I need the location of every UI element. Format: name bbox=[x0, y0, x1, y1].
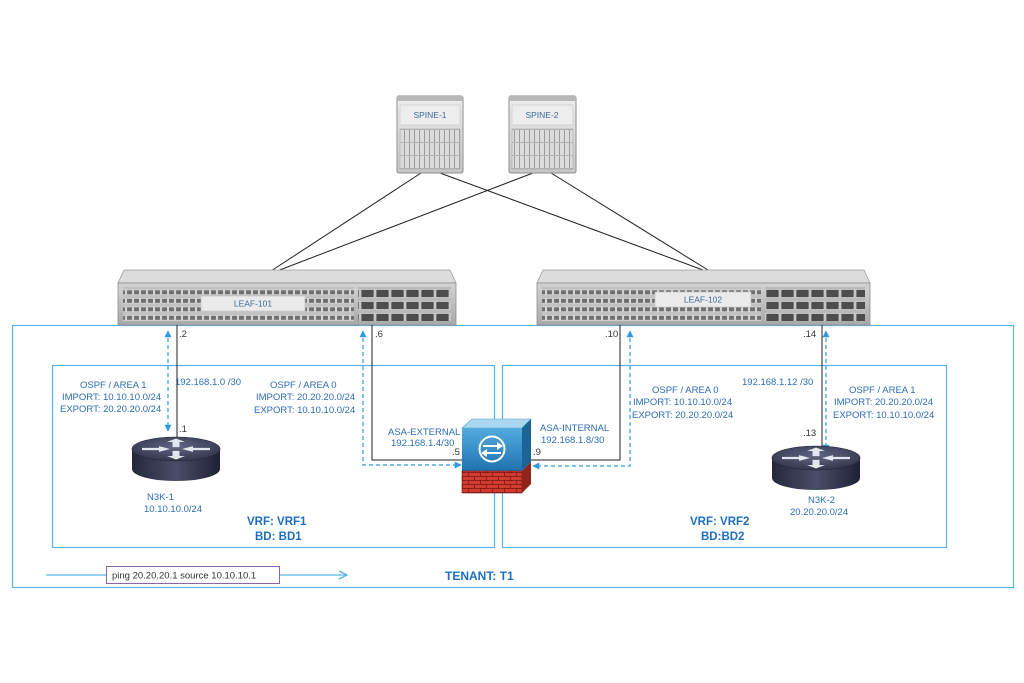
vrf1-asa-interface: ASA-EXTERNAL bbox=[388, 427, 460, 438]
asa-brick-side bbox=[522, 462, 531, 493]
leaf-102-label: LEAF-102 bbox=[684, 295, 723, 305]
leaf-102-uplink-ports bbox=[765, 287, 865, 321]
vrf2-asa-ospf-import: IMPORT: 10.10.10.0/24 bbox=[633, 397, 732, 408]
leaf-102-top bbox=[536, 269, 871, 284]
tenant-box bbox=[11, 324, 1015, 589]
vrf2-router-leaf-ip: .14 bbox=[803, 329, 816, 340]
vrf2-asa-ospf-export: EXPORT: 20.20.20.0/24 bbox=[632, 410, 733, 421]
vrf1-asa-ip: .5 bbox=[452, 447, 460, 458]
flow-leaf102-asa-internal bbox=[532, 330, 634, 470]
vrf1-bd-label: BD: BD1 bbox=[255, 531, 302, 543]
vrf2-router-ospf-area: OSPF / AREA 1 bbox=[849, 385, 916, 396]
spine-1-label-plate bbox=[399, 104, 461, 126]
vrf1-router-ospf-area: OSPF / AREA 1 bbox=[80, 380, 147, 391]
link-spine1-leaf101 bbox=[270, 172, 422, 272]
vrf1-router-name: N3K-1 bbox=[147, 492, 174, 503]
vrf1-asa-ospf-import: IMPORT: 20.20.20.0/24 bbox=[256, 392, 355, 403]
traffic-flows bbox=[164, 330, 830, 470]
vrf2-bd-label: BD:BD2 bbox=[701, 531, 744, 543]
spine-leaf-links bbox=[270, 172, 709, 272]
leaf-101-top bbox=[117, 269, 457, 284]
asa-firewall-icon bbox=[461, 418, 532, 494]
leaf-102-switch: LEAF-102 bbox=[536, 269, 871, 326]
asa-brick-front bbox=[461, 470, 523, 494]
vrf2-asa-leaf-ip: .10 bbox=[605, 329, 618, 340]
asa-symbol-ring bbox=[478, 435, 506, 463]
vrf2-router-name: N3K-2 bbox=[808, 495, 835, 506]
vrf2-asa-interface: ASA-INTERNAL bbox=[540, 423, 609, 434]
vrf1-asa-ospf-area: OSPF / AREA 0 bbox=[270, 380, 337, 391]
tenant-label: TENANT: T1 bbox=[445, 569, 514, 583]
ping-command-box bbox=[106, 566, 280, 584]
vrf2-router-ospf-export: EXPORT: 10.10.10.0/24 bbox=[833, 410, 934, 421]
spine-1-label: SPINE-1 bbox=[413, 110, 446, 120]
n3k-1-router-icon bbox=[131, 436, 221, 481]
vrf2-asa-subnet: 192.168.1.8/30 bbox=[541, 435, 604, 446]
vrf1-router-ospf-import: IMPORT: 10.10.10.0/24 bbox=[62, 392, 161, 403]
flow-leaf101-asa-external bbox=[359, 330, 462, 469]
asa-symbol-arrowhead-right bbox=[497, 442, 503, 450]
vrf1-asa-ospf-export: EXPORT: 10.10.10.0/24 bbox=[254, 405, 355, 416]
spine-2-label: SPINE-2 bbox=[525, 110, 558, 120]
link-spine2-leaf101 bbox=[276, 172, 534, 272]
vrf1-router-leaf-ip: .2 bbox=[179, 329, 187, 340]
spine-1-top-strip bbox=[397, 96, 463, 101]
leaf-101-switch: LEAF-101 bbox=[117, 269, 457, 326]
link-spine1-leaf102 bbox=[439, 172, 704, 271]
vrf1-label: VRF: VRF1 bbox=[247, 516, 307, 528]
vrf2-router-subnet: 20.20.20.0/24 bbox=[790, 507, 848, 518]
n3k-1-router-top bbox=[131, 436, 221, 462]
vrf2-label: VRF: VRF2 bbox=[690, 516, 749, 528]
vrf1-asa-leaf-ip: .6 bbox=[375, 329, 383, 340]
spine-1-switch: SPINE-1 bbox=[396, 95, 464, 174]
spine-2-switch: SPINE-2 bbox=[508, 95, 577, 174]
spine-2-top-strip bbox=[509, 96, 576, 101]
n3k-2-router-top bbox=[771, 445, 861, 471]
asa-symbol-arrowhead-left bbox=[481, 449, 487, 457]
vrf1-router-subnet: 10.10.10.0/24 bbox=[144, 504, 202, 515]
n3k-2-router-icon bbox=[771, 445, 861, 490]
vrf2-router-ospf-import: IMPORT: 20.20.20.0/24 bbox=[834, 397, 933, 408]
vrf1-router-ospf-export: EXPORT: 20.20.20.0/24 bbox=[60, 404, 161, 415]
spine-2-label-plate bbox=[511, 104, 574, 126]
ping-annotation: ping 20.20.20.1 source 10.10.10.1 bbox=[46, 566, 347, 584]
spine-2-line-cards bbox=[511, 128, 574, 170]
spine-1-line-cards bbox=[399, 128, 461, 170]
vrf1-router-ip: .1 bbox=[179, 424, 187, 435]
vrf2-router-ip: .13 bbox=[803, 428, 816, 439]
asa-front-face bbox=[462, 428, 522, 471]
vrf1-router-link-subnet: 192.168.1.0 /30 bbox=[175, 377, 241, 388]
vrf2-asa-ospf-area: OSPF / AREA 0 bbox=[652, 385, 719, 396]
vrf2-labels: .9 ASA-INTERNAL 192.168.1.8/30 .10 OSPF … bbox=[533, 329, 934, 543]
ping-command: ping 20.20.20.1 source 10.10.10.1 bbox=[112, 571, 256, 582]
leaf-102-label-plate bbox=[654, 291, 752, 308]
leaf-101-label: LEAF-101 bbox=[234, 299, 273, 309]
vrf1-asa-subnet: 192.168.1.4/30 bbox=[391, 438, 454, 449]
leaf-101-label-plate bbox=[200, 295, 306, 312]
vrf2-asa-ip: .9 bbox=[533, 447, 541, 458]
asa-top-face bbox=[461, 418, 532, 429]
vrf1-labels: .2 192.168.1.0 /30 .1 OSPF / AREA 1 IMPO… bbox=[60, 329, 460, 543]
asa-side-face bbox=[522, 419, 531, 471]
link-spine2-leaf102 bbox=[550, 172, 709, 271]
vrf2-router-link-subnet: 192.168.1.12 /30 bbox=[742, 377, 813, 388]
leaf-101-uplink-ports bbox=[358, 287, 451, 321]
